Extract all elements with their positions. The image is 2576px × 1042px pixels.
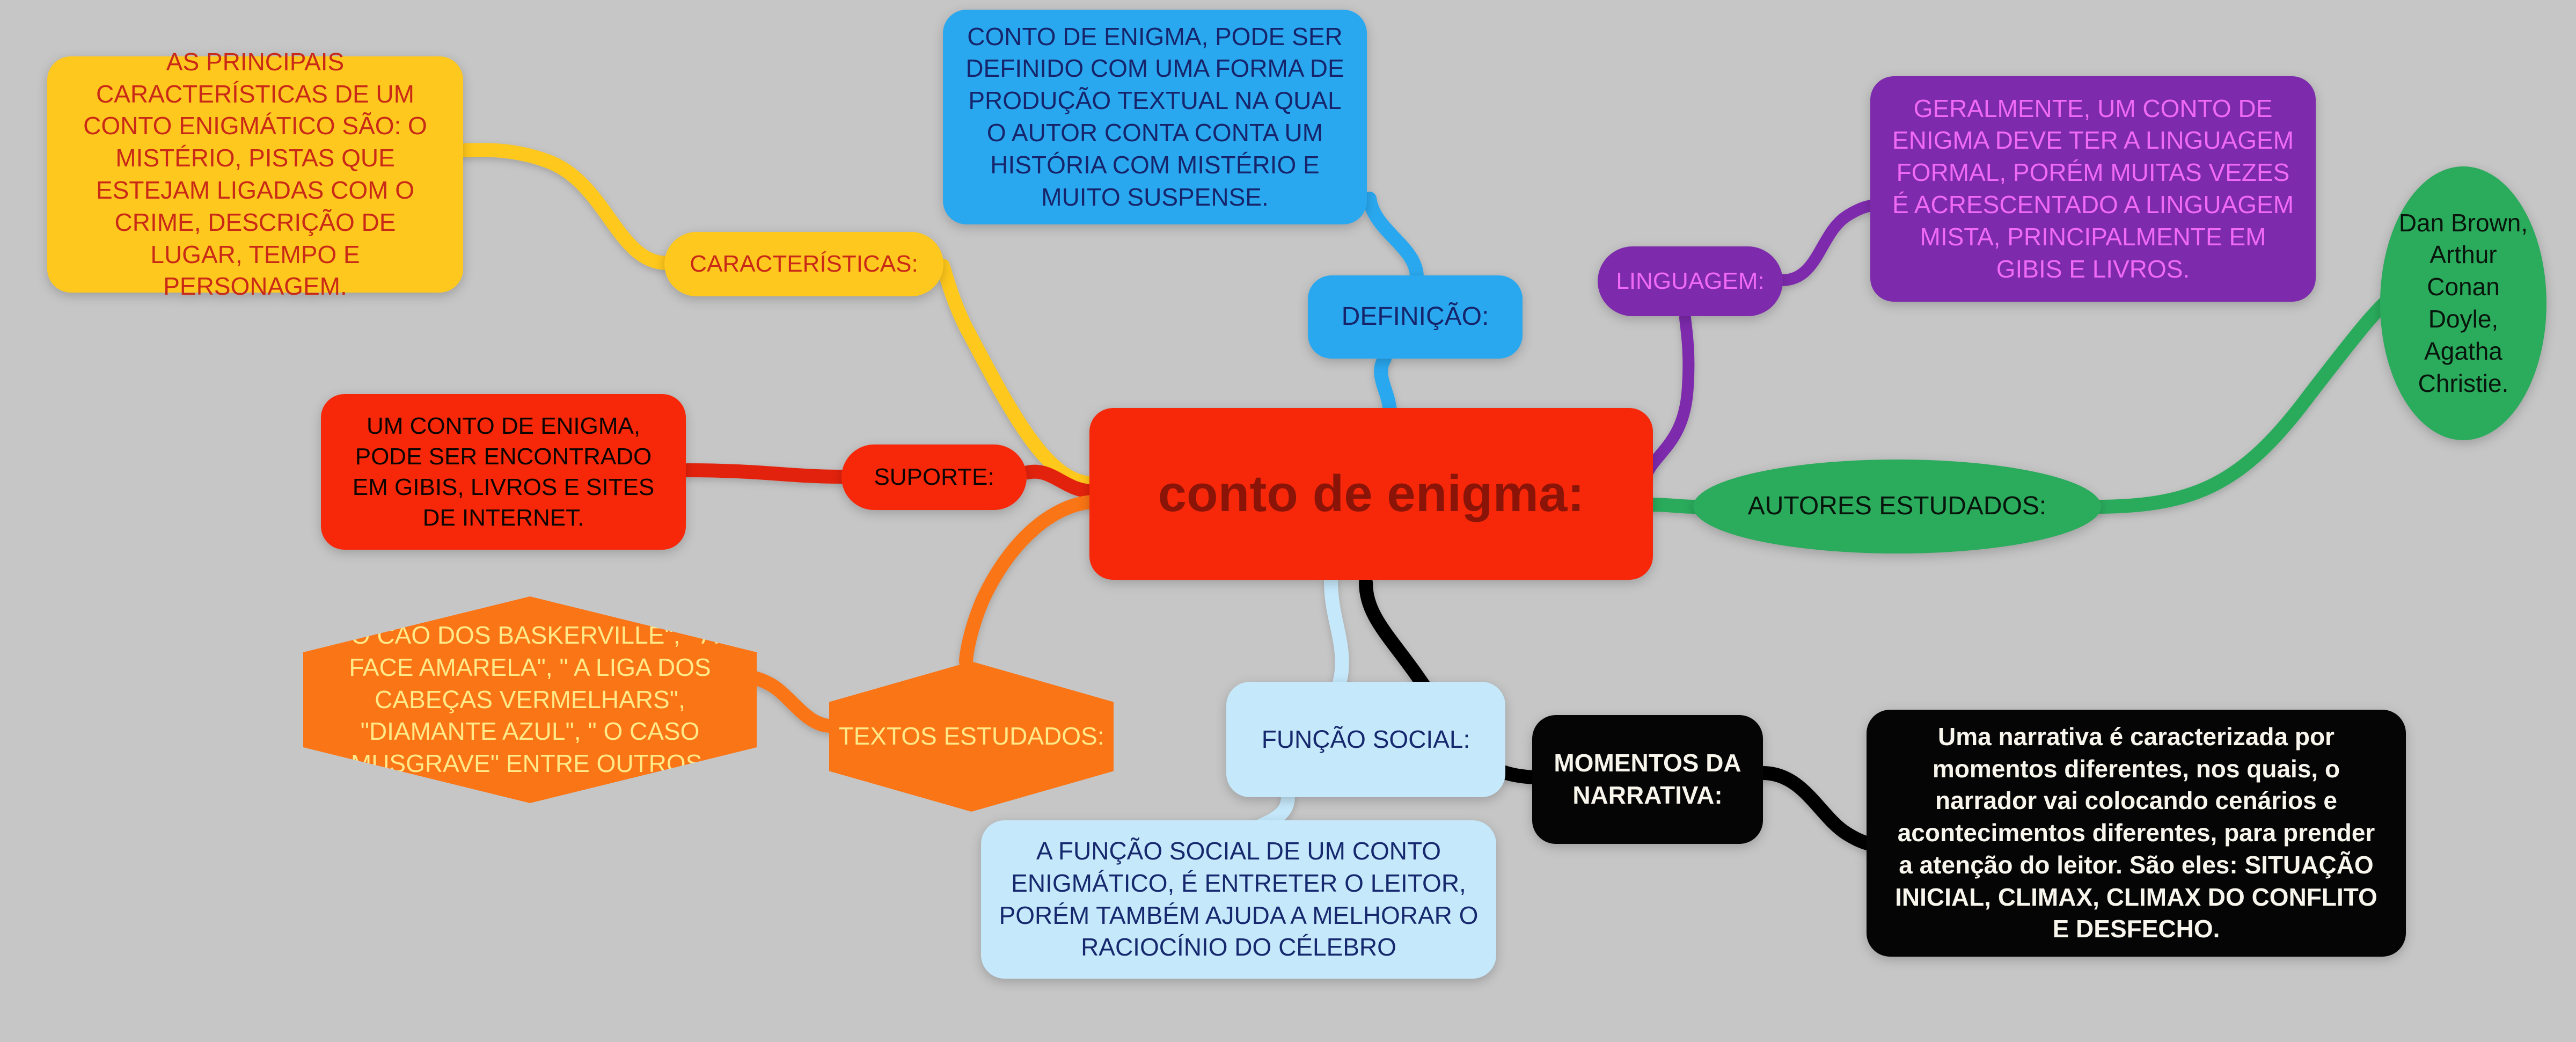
edge-momentos-detail bbox=[1756, 766, 1877, 851]
suporte-label-text: SUPORTE: bbox=[874, 464, 994, 491]
momentos-narrativa-label-text: MOMENTOS DA NARRATIVA: bbox=[1554, 749, 1741, 809]
node-autores-estudados-label[interactable]: AUTORES ESTUDADOS: bbox=[1693, 460, 2101, 553]
textos-estudados-detail-text: "O CÃO DOS BASKERVILLE", " A FACE AMAREL… bbox=[342, 621, 718, 778]
definicao-detail-text: CONTO DE ENIGMA, PODE SER DEFINIDO COM U… bbox=[965, 22, 1344, 211]
edge-autores-detail bbox=[2089, 286, 2406, 514]
autores-estudados-label-text: AUTORES ESTUDADOS: bbox=[1747, 492, 2047, 521]
node-autores-estudados-detail[interactable]: Dan Brown, Arthur Conan Doyle, Agatha Ch… bbox=[2380, 166, 2546, 440]
momentos-narrativa-detail-text: Uma narrativa é caracterizada por moment… bbox=[1895, 722, 2377, 943]
node-caracteristicas-detail[interactable]: AS PRINCIPAIS CARACTERÍSTICAS DE UM CONT… bbox=[47, 48, 463, 300]
central-topic-text: conto de enigma: bbox=[1158, 464, 1585, 522]
funcao-social-detail-text: A FUNÇÃO SOCIAL DE UM CONTO ENIGMÁTICO, … bbox=[999, 836, 1479, 961]
edge-center-suporte bbox=[1021, 464, 1099, 498]
edge-center-funcao bbox=[1324, 574, 1349, 691]
edge-center-definicao bbox=[1374, 352, 1397, 420]
edge-suporte-detail bbox=[680, 463, 850, 484]
node-linguagem-detail[interactable]: GERALMENTE, UM CONTO DE ENIGMA DEVE TER … bbox=[1870, 76, 2316, 302]
node-definicao-detail[interactable]: CONTO DE ENIGMA, PODE SER DEFINIDO COM U… bbox=[943, 10, 1367, 224]
edge-center-linguagem bbox=[1642, 312, 1695, 478]
caracteristicas-detail-text: AS PRINCIPAIS CARACTERÍSTICAS DE UM CONT… bbox=[83, 47, 427, 301]
edge-center-caracteristicas bbox=[936, 259, 1099, 490]
autores-estudados-detail-text: Dan Brown, Arthur Conan Doyle, Agatha Ch… bbox=[2398, 208, 2528, 397]
suporte-detail-text: UM CONTO DE ENIGMA, PODE SER ENCONTRADO … bbox=[352, 412, 655, 531]
edge-center-textos bbox=[959, 495, 1099, 668]
node-linguagem-label[interactable]: LINGUAGEM: bbox=[1598, 246, 1783, 316]
linguagem-detail-text: GERALMENTE, UM CONTO DE ENIGMA DEVE TER … bbox=[1892, 94, 2294, 283]
node-funcao-social-detail[interactable]: A FUNÇÃO SOCIAL DE UM CONTO ENIGMÁTICO, … bbox=[981, 820, 1496, 979]
definicao-label-text: DEFINIÇÃO: bbox=[1341, 302, 1489, 331]
linguagem-label-text: LINGUAGEM: bbox=[1616, 268, 1765, 295]
node-central-topic[interactable]: conto de enigma: bbox=[1089, 408, 1653, 580]
node-definicao-label[interactable]: DEFINIÇÃO: bbox=[1308, 275, 1523, 359]
funcao-social-label-text: FUNÇÃO SOCIAL: bbox=[1261, 725, 1470, 753]
node-suporte-label[interactable]: SUPORTE: bbox=[841, 445, 1027, 510]
caracteristicas-label-text: CARACTERÍSTICAS: bbox=[690, 251, 918, 278]
node-suporte-detail[interactable]: UM CONTO DE ENIGMA, PODE SER ENCONTRADO … bbox=[321, 394, 686, 550]
edge-center-autores bbox=[1643, 498, 1703, 514]
node-funcao-social-label[interactable]: FUNÇÃO SOCIAL: bbox=[1226, 682, 1505, 797]
node-caracteristicas-label[interactable]: CARACTERÍSTICAS: bbox=[664, 232, 943, 296]
node-momentos-narrativa-detail[interactable]: Uma narrativa é caracterizada por moment… bbox=[1867, 710, 2406, 957]
edge-definicao-detail bbox=[1363, 192, 1424, 284]
edge-caracteristicas-detail bbox=[458, 143, 674, 270]
textos-estudados-label-text: TEXTOS ESTUDADOS: bbox=[838, 722, 1104, 750]
node-momentos-narrativa-label[interactable]: MOMENTOS DA NARRATIVA: bbox=[1532, 715, 1763, 844]
edge-linguagem-detail bbox=[1776, 200, 1878, 286]
